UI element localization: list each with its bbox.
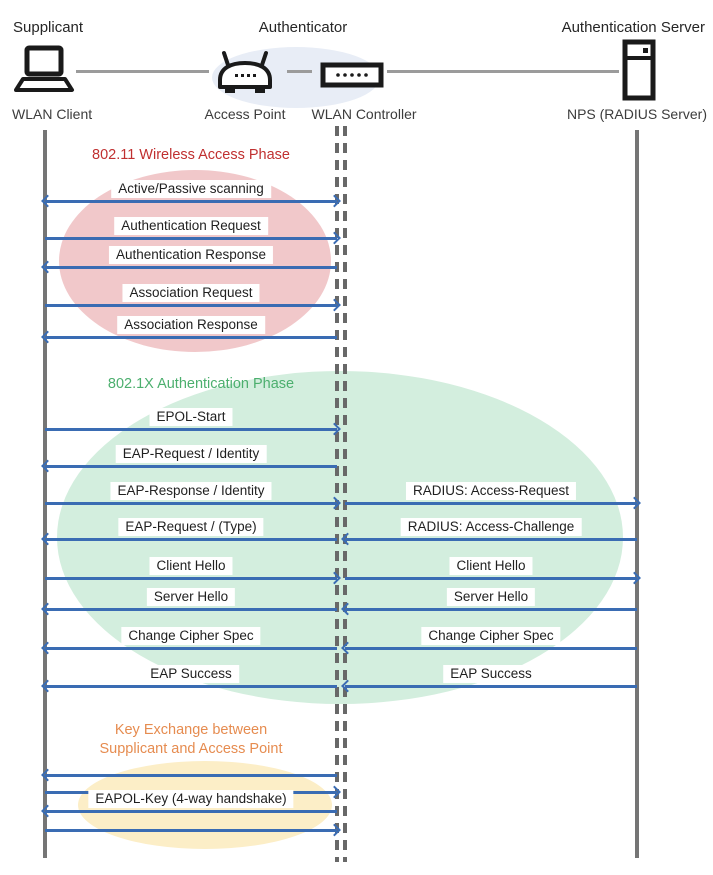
message-label: Change Cipher Spec [121,627,261,645]
message-arrow-left [341,679,637,693]
message-label: Server Hello [146,588,236,606]
lifeline-controller-dashed-left [335,126,339,862]
role-supplicant: Supplicant [13,19,84,36]
phase3-title-line1: Key Exchange between [114,722,268,738]
message-arrow-right [45,231,341,245]
message-label: EAP Success [143,665,239,683]
message-label: Association Request [122,284,260,302]
message-label: EAP-Request / Identity [115,445,267,463]
message-arrow-right [45,496,341,510]
message-arrow-left [41,602,337,616]
message-arrow-left [341,602,637,616]
message-arrow-left [41,532,337,546]
device-label-access-point: Access Point [204,106,286,122]
lifeline-radius-server [635,130,639,858]
message-arrow-left [341,532,637,546]
message-label: Authentication Response [108,246,274,264]
message-arrow-both [41,194,341,208]
message-label: EAP Success [443,665,539,683]
message-arrow-left [41,260,337,274]
message-label: RADIUS: Access-Challenge [400,518,582,536]
device-label-wlan-controller: WLAN Controller [311,106,417,122]
message-label: Client Hello [449,557,533,575]
phase2-title: 802.1X Authentication Phase [107,376,295,392]
message-label: Association Response [117,316,265,334]
server-icon [622,39,656,101]
message-arrow-left [41,330,337,344]
message-label: Active/Passive scanning [111,180,271,198]
wlan-controller-icon [320,62,384,88]
phase1-title: 802.11 Wireless Access Phase [92,147,290,163]
connector-client-ap [76,70,209,73]
message-label: EAP-Request / (Type) [118,518,264,536]
phase3-title-line2: Supplicant and Access Point [99,741,283,757]
message-arrow-left [41,804,337,818]
message-arrow-right [345,496,641,510]
message-arrow-left [41,679,337,693]
message-label: RADIUS: Access-Request [405,482,577,500]
access-point-icon [218,51,272,93]
message-arrow-left [341,641,637,655]
message-label: Server Hello [446,588,536,606]
device-label-nps: NPS (RADIUS Server) [566,106,707,122]
message-arrow-left [41,459,337,473]
device-label-wlan-client: WLAN Client [12,106,93,122]
message-label: Client Hello [149,557,233,575]
connector-controller-server [387,70,619,73]
lifeline-wlan-client [43,130,47,858]
role-authentication-server: Authentication Server [561,19,705,36]
connector-ap-controller [287,70,312,73]
message-arrow-right [45,422,341,436]
message-label: Change Cipher Spec [421,627,561,645]
message-arrow-right [45,823,341,837]
message-arrow-left [41,641,337,655]
message-label: EAPOL-Key (4-way handshake) [88,790,294,808]
message-arrow-right [45,298,341,312]
message-label: Authentication Request [114,217,268,235]
lifeline-controller-dashed-right [343,126,347,862]
message-arrow-left [41,768,337,782]
message-label: EAP-Response / Identity [110,482,272,500]
message-arrow-right [45,571,341,585]
laptop-icon [14,45,74,92]
role-authenticator: Authenticator [258,19,348,36]
message-arrow-right [345,571,641,585]
phase3-title: Key Exchange between Supplicant and Acce… [100,721,283,759]
message-label: EPOL-Start [149,408,233,426]
